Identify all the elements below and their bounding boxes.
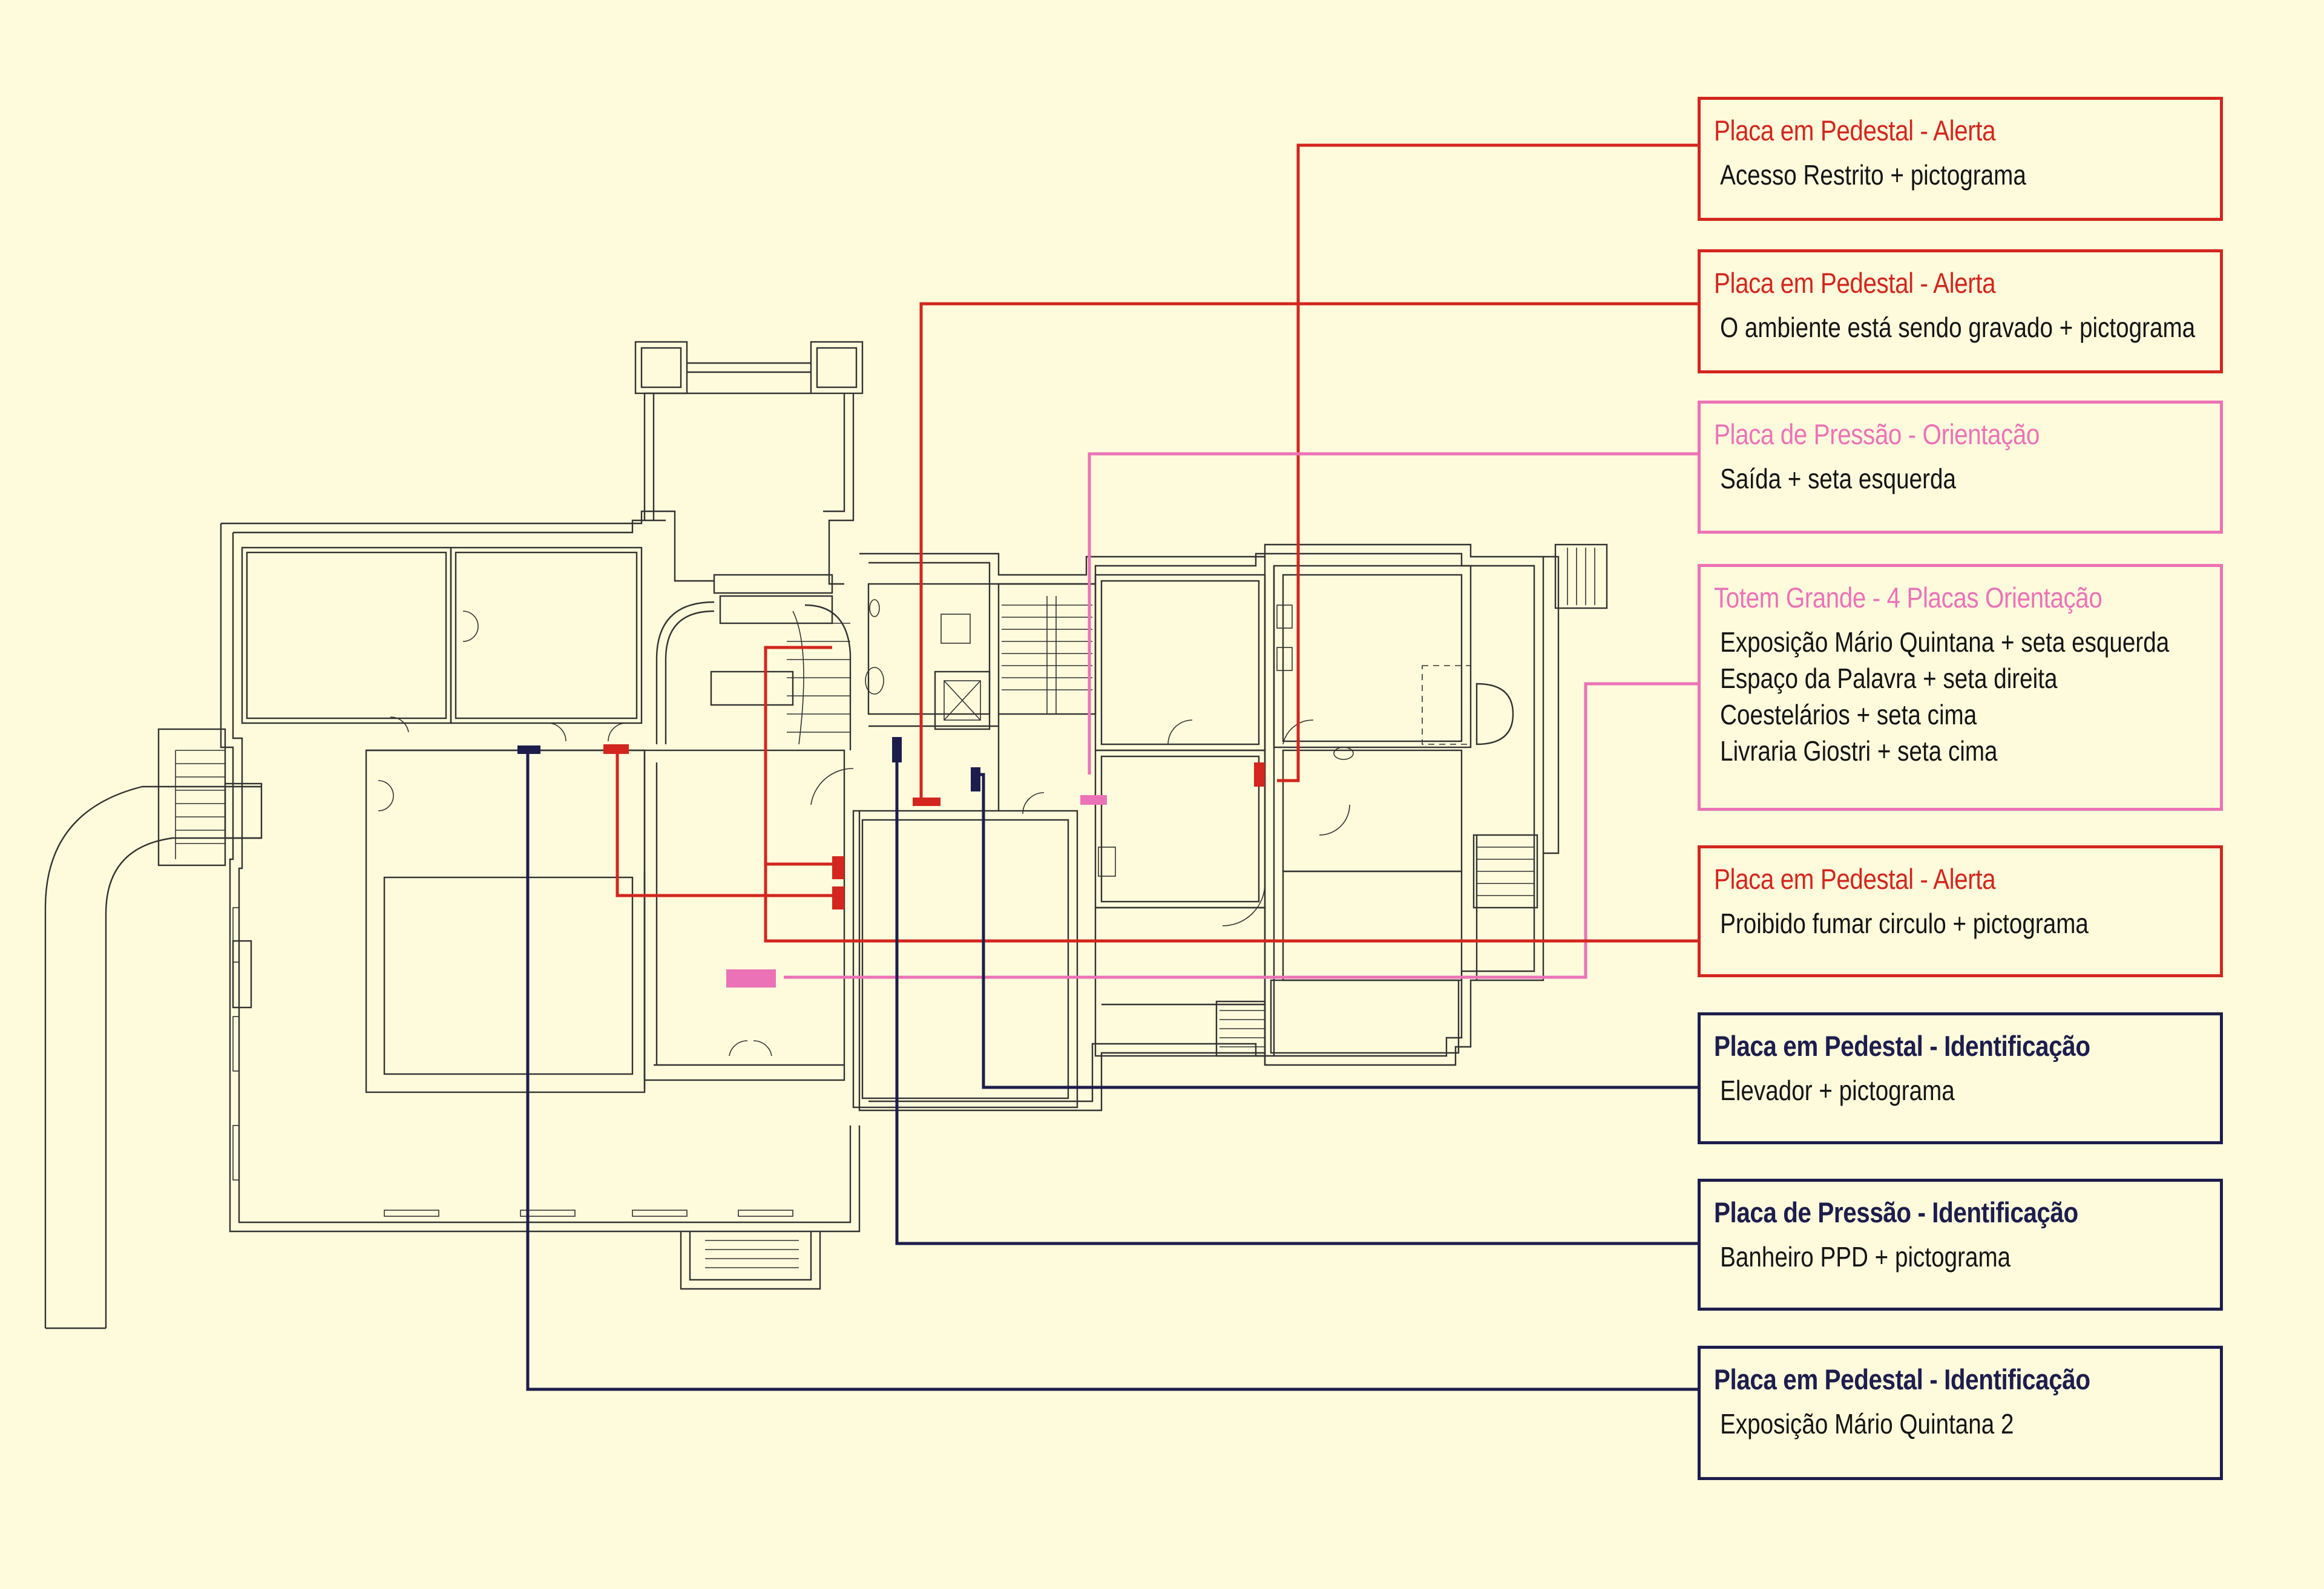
card-title: Placa de Pressão - Orientação [1714,418,2040,450]
marker-red-vertical-1[interactable] [832,856,844,879]
card-exposicao-mq2: Placa em Pedestal - Identificação Exposi… [1698,1346,2223,1480]
marker-totem-grande[interactable] [726,969,776,988]
card-banheiro-ppd: Placa de Pressão - Identificação Banheir… [1698,1179,2223,1311]
ramp [44,785,261,1329]
card-line: Exposição Mário Quintana + seta esquerda [1720,626,2170,658]
card-acesso-restrito: Placa em Pedestal - Alerta Acesso Restri… [1698,97,2223,221]
card-title: Placa em Pedestal - Alerta [1714,114,1996,146]
marker-ambiente-gravado[interactable] [913,798,940,806]
leader-acesso-restrito [1277,143,1698,782]
leader-exposicao-mq2 [526,753,1698,1391]
card-line: O ambiente está sendo gravado + pictogra… [1720,312,2196,343]
marker-saida[interactable] [1080,795,1107,805]
card-elevador: Placa em Pedestal - Identificação Elevad… [1698,1012,2223,1144]
card-line: Espaço da Palavra + seta direita [1720,663,2058,694]
card-line: Elevador + pictograma [1720,1075,1955,1106]
leader-elevador [976,773,1698,1089]
card-line: Proibido fumar circulo + pictograma [1720,908,2089,939]
card-line: Exposição Mário Quintana 2 [1720,1408,2014,1440]
marker-banheiro-ppd[interactable] [892,737,902,762]
north-tower [634,341,864,750]
left-stair [157,728,263,867]
card-title: Placa de Pressão - Identificação [1714,1196,2078,1228]
marker-acesso-restrito[interactable] [1254,762,1265,787]
card-title: Placa em Pedestal - Alerta [1714,267,1996,299]
central-core [810,543,1544,1112]
leader-proibido-fumar-b [615,750,832,897]
card-line: Acesso Restrito + pictograma [1720,159,2026,191]
card-line: Livraria Giostri + seta cima [1720,735,1998,767]
card-title: Placa em Pedestal - Identificação [1714,1030,2090,1062]
card-title: Totem Grande - 4 Placas Orientação [1714,582,2102,614]
card-ambiente-gravado: Placa em Pedestal - Alerta O ambiente es… [1698,249,2223,373]
card-title: Placa em Pedestal - Alerta [1714,863,1996,895]
east-wing [1270,543,1608,1054]
west-wing [220,510,861,1290]
marker-exposicao-mq2[interactable] [517,745,540,754]
card-line: Banheiro PPD + pictograma [1720,1241,2011,1273]
sign-markers [517,737,1265,988]
leader-ambiente-gravado [919,302,1698,802]
leader-proibido-fumar-c [764,646,832,864]
card-title: Placa em Pedestal - Identificação [1714,1363,2090,1395]
leader-totem-grande [784,682,1698,979]
leader-lines [526,143,1698,1391]
card-totem-grande: Totem Grande - 4 Placas Orientação Expos… [1698,564,2223,811]
leader-banheiro-ppd [895,750,1698,1245]
card-line: Saída + seta esquerda [1720,463,1956,494]
marker-elevador[interactable] [971,767,980,791]
marker-proibido-fumar[interactable] [603,744,629,754]
card-line: Coestelários + seta cima [1720,699,1977,730]
marker-red-vertical-2[interactable] [832,886,844,909]
card-proibido-fumar: Placa em Pedestal - Alerta Proibido fuma… [1698,845,2223,977]
leader-saida [1088,452,1698,775]
leader-proibido-fumar [764,862,1698,943]
card-saida: Placa de Pressão - Orientação Saída + se… [1698,401,2223,534]
